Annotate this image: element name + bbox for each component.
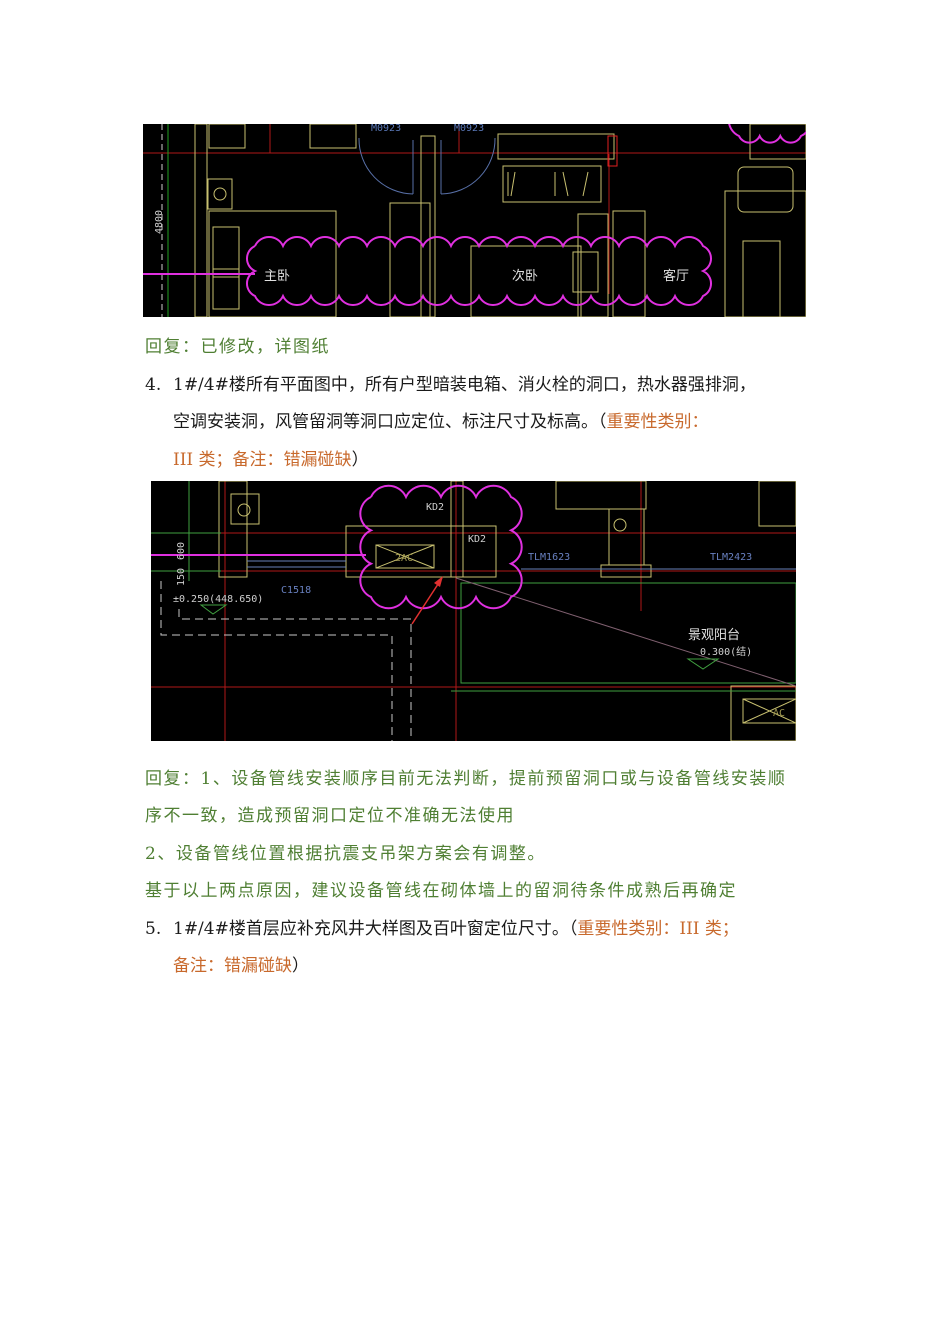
window-label: C1518: [281, 585, 311, 596]
cad-label-kd2: KD2: [426, 502, 444, 513]
reply-2-line-4: 基于以上两点原因，建议设备管线在砌体墙上的留洞待条件成熟后再确定: [145, 881, 737, 901]
item-4-line-1: 1#/4#楼所有平面图中，所有户型暗装电箱、消火栓的洞口，热水器强排洞，: [173, 375, 756, 395]
item-5-line-1: 1#/4#楼首层应补充风井大样图及百叶窗定位尺寸。（重要性类别：III 类；: [173, 919, 739, 939]
revision-cloud: [359, 484, 523, 610]
reply-2-line-2: 序不一致，造成预留洞口定位不准确无法使用: [145, 806, 515, 826]
reply-2-line-1: 回复：1、设备管线安装顺序目前无法判断，提前预留洞口或与设备管线安装顺: [145, 769, 787, 789]
importance-category: 重要性类别：III 类；: [577, 919, 739, 939]
close-paren: ）: [351, 450, 369, 470]
dimension-label: 4800: [154, 210, 165, 234]
revision-cloud: [246, 236, 712, 306]
hydrant-marker: [607, 135, 618, 167]
door-label: M0923: [371, 124, 401, 134]
room-label: 景观阳台: [688, 628, 740, 643]
item-4-line-2: 空调安装洞，风管留洞等洞口应定位、标注尺寸及标高。（重要性类别：: [173, 412, 709, 432]
reply-2-line-3: 2、设备管线位置根据抗震支吊架方案会有调整。: [145, 844, 546, 864]
dimension-label: 600: [176, 542, 187, 560]
door-label: TLM2423: [710, 552, 752, 563]
cad-label-ac: AC: [773, 708, 785, 719]
item-4-text: 空调安装洞，风管留洞等洞口应定位、标注尺寸及标高。（: [173, 412, 607, 432]
red-arrow-icon: [411, 576, 443, 625]
item-5-number: 5.: [145, 919, 162, 939]
cad-label-ac: 2AC: [395, 553, 413, 564]
room-label: 客厅: [663, 268, 689, 284]
cad-drawing-1-svg: M0923 M0923 4800 主卧 次卧 客厅: [143, 124, 806, 317]
importance-category: III 类；备注：错漏碰缺: [173, 450, 352, 470]
door-label: TLM1623: [528, 552, 570, 563]
door-label: M0923: [454, 124, 484, 134]
elevation-label: ±0.250(448.650): [173, 594, 263, 605]
cad-label-kd2: KD2: [468, 534, 486, 545]
item-4-line-3: III 类；备注：错漏碰缺）: [173, 450, 369, 470]
room-label: 主卧: [264, 269, 290, 284]
cad-drawing-1: M0923 M0923 4800 主卧 次卧 客厅: [143, 124, 806, 317]
dimension-label: 150: [176, 568, 187, 586]
elevation-label: 0.300(结): [700, 645, 752, 658]
revision-cloud: [728, 124, 806, 144]
reply-1: 回复：已修改，详图纸: [145, 337, 330, 357]
cad-drawing-2: KD2 KD2 2AC ±0.250(448.650) 0.300(结) AC …: [151, 481, 796, 741]
cad-drawing-2-svg: KD2 KD2 2AC ±0.250(448.650) 0.300(结) AC …: [151, 481, 796, 741]
item-5-line-2: 备注：错漏碰缺）: [173, 956, 309, 976]
importance-label: 重要性类别：: [606, 412, 709, 432]
item-5-text: 1#/4#楼首层应补充风井大样图及百叶窗定位尺寸。（: [173, 919, 578, 939]
room-label: 次卧: [512, 268, 538, 284]
item-4-number: 4.: [145, 375, 162, 395]
close-paren: ）: [292, 956, 309, 976]
remark: 备注：错漏碰缺: [173, 956, 292, 976]
